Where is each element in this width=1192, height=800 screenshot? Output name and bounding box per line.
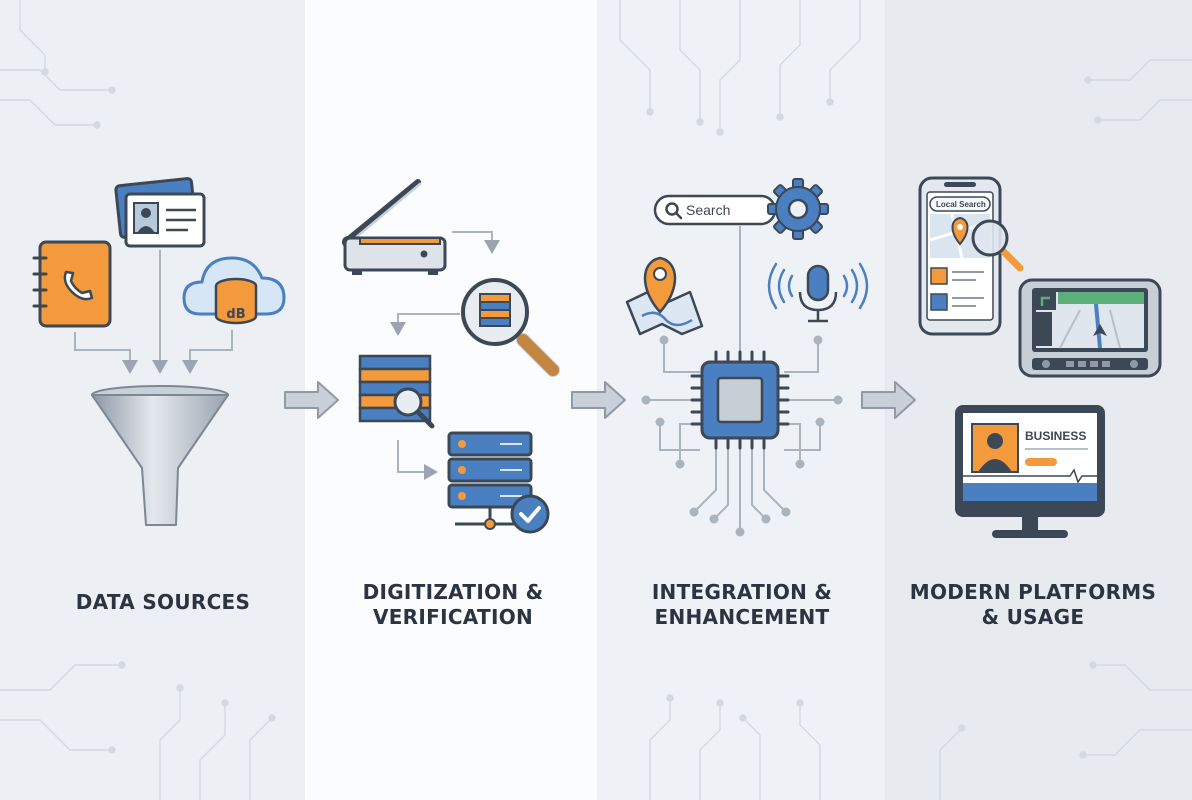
stage-label-line: & USAGE [981, 605, 1085, 629]
arrow-2-icon [571, 381, 626, 419]
cloud-database-icon: dB [182, 256, 286, 325]
gear-icon [767, 178, 829, 240]
panel-digitization [305, 0, 597, 800]
stage-label-line: VERIFICATION [372, 605, 534, 629]
address-book-icon [32, 240, 112, 328]
smartphone-icon: Local Search [918, 176, 1024, 336]
funnel-icon [91, 385, 229, 526]
processor-chip-icon [690, 350, 790, 450]
scan-connector [452, 231, 500, 254]
search-bar-icon: Search [653, 194, 777, 226]
magnifier-records-icon [461, 278, 560, 377]
arrow-3-icon [861, 381, 916, 419]
stage-label-line: ENHANCEMENT [654, 605, 830, 629]
microphone-icon [767, 262, 869, 323]
id-cards-icon [114, 177, 206, 248]
stage-label-line: INTEGRATION & [651, 580, 833, 604]
chip-traces [641, 226, 843, 537]
server-check-icon [447, 431, 550, 534]
stage-label-platforms: MODERN PLATFORMS & USAGE [888, 580, 1178, 630]
stage-label-integration: INTEGRATION & ENHANCEMENT [594, 580, 890, 630]
record-stack-icon [358, 354, 435, 429]
stage-label-digitization: DIGITIZATION & VERIFICATION [300, 580, 606, 630]
db-label: dB [226, 307, 245, 322]
phone-search-text: Local Search [936, 200, 986, 209]
map-pin-icon [625, 256, 704, 336]
panel-platforms [885, 0, 1192, 800]
monitor-listing-icon: BUSINESS [955, 405, 1105, 538]
stage-label-line: DATA SOURCES [75, 590, 251, 614]
search-text: Search [686, 202, 730, 218]
arrow-1-icon [284, 381, 339, 419]
verify-connector [390, 313, 460, 336]
scanner-icon [342, 179, 447, 275]
car-navigation-icon [1018, 278, 1162, 378]
store-connector [397, 440, 438, 480]
source-connectors [74, 250, 233, 374]
stage-label-line: MODERN PLATFORMS [909, 580, 1157, 604]
monitor-title: BUSINESS [1025, 429, 1086, 443]
stage-arrows [284, 381, 916, 419]
stage-label-line: DIGITIZATION & [362, 580, 544, 604]
stage-label-data-sources: DATA SOURCES [0, 590, 326, 615]
